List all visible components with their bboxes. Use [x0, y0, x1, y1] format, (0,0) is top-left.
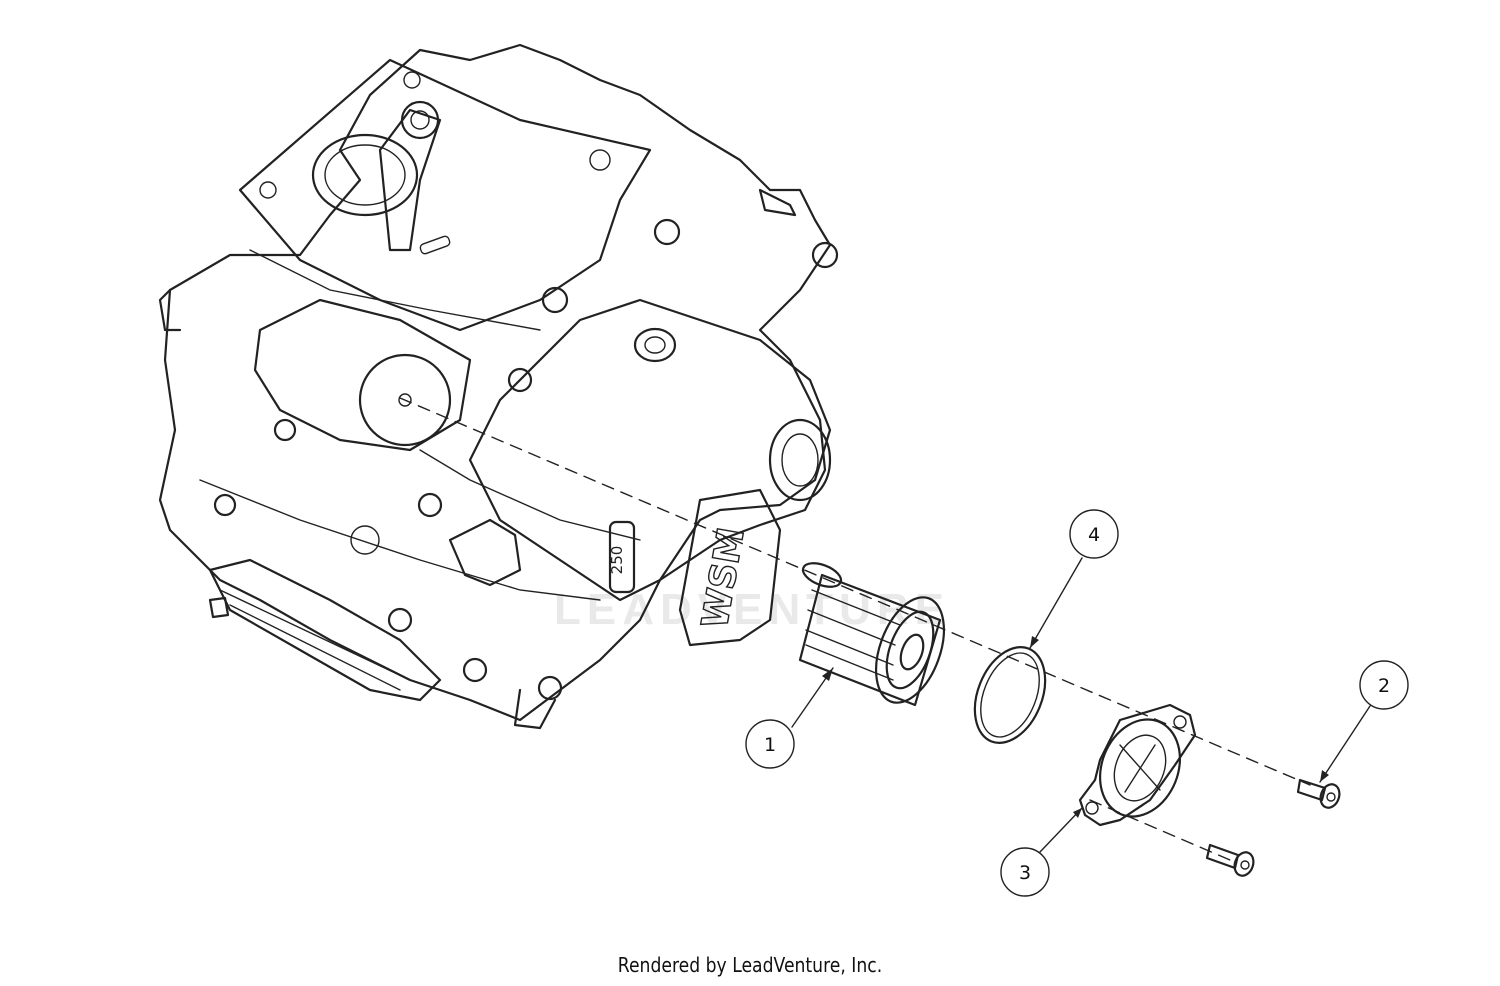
callout-3: 3	[1000, 807, 1083, 897]
oil-filter-part	[798, 562, 945, 707]
callout-4: 4	[1029, 509, 1119, 649]
callout-number: 2	[1378, 675, 1390, 697]
brand-mark: WSM	[695, 524, 753, 631]
bolt-part-upper	[1296, 778, 1341, 809]
callout-2: 2	[1319, 660, 1409, 783]
bolt-part-lower	[1205, 843, 1255, 877]
filter-cover-part	[1078, 703, 1197, 827]
engine-label: 250	[608, 546, 626, 575]
watermark: LEADVENTURE	[553, 585, 951, 634]
callout-number: 3	[1019, 862, 1031, 884]
render-credit: Rendered by LeadVenture, Inc.	[617, 953, 883, 977]
callout-number: 4	[1088, 524, 1100, 546]
engine-assembly	[158, 43, 839, 730]
o-ring-part	[973, 646, 1047, 744]
callout-number: 1	[764, 734, 776, 756]
callout-1: 1	[745, 667, 834, 769]
